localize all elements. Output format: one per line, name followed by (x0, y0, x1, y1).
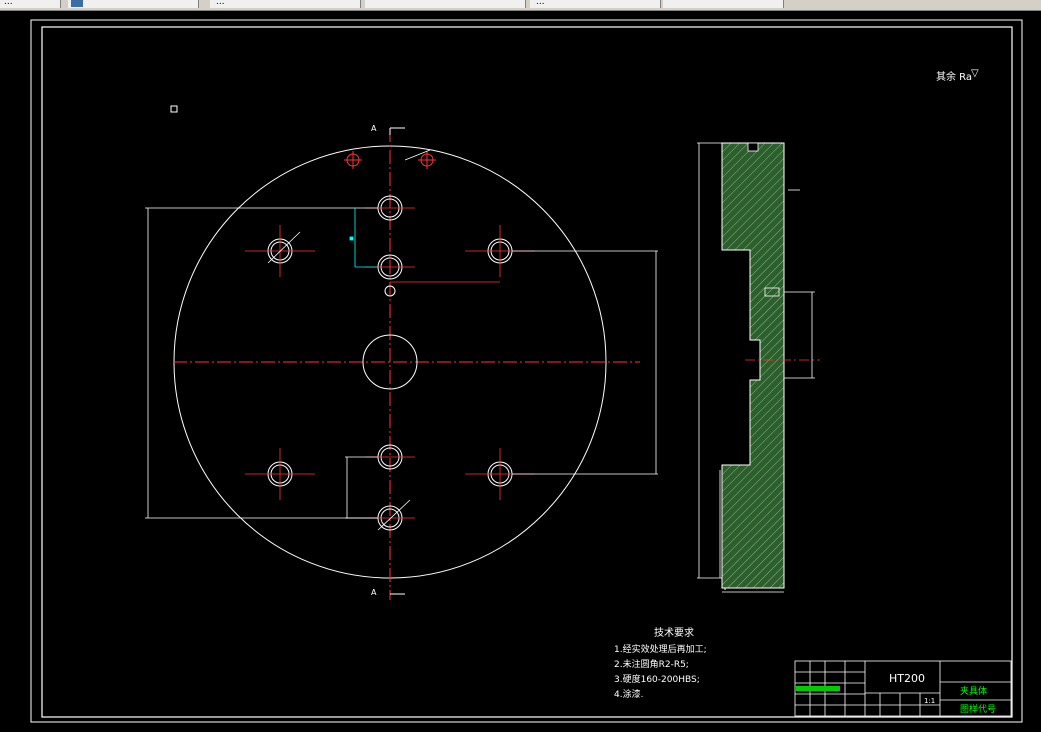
tech-requirement-line: 2.未注圆角R2-R5; (614, 660, 689, 670)
pin-holes (344, 151, 436, 169)
roughness-note: 其余 Ra (936, 72, 973, 83)
center-bore (362, 334, 418, 390)
section-label-bottom: A (371, 588, 377, 597)
title-block-material: HT200 (889, 672, 925, 685)
tech-requirement-line: 1.经实效处理后再加工; (614, 645, 707, 655)
toolbar-tab-6[interactable] (663, 0, 784, 8)
toolbar-tab-2[interactable] (68, 0, 199, 8)
dimension-lines (145, 149, 658, 531)
drawing-svg (30, 19, 1023, 723)
title-block-drawing-number: 图样代号 (960, 705, 997, 715)
app-toolbar: ... ... ... (0, 0, 1041, 11)
toolbar-tab-label: ... (4, 0, 13, 7)
title-block-scale: 1:1 (924, 697, 936, 705)
ucs-marker (170, 105, 178, 113)
toolbar-tab-label: ... (216, 0, 225, 7)
bolt-hole-centerlines (245, 207, 535, 519)
inner-frame (41, 26, 1013, 718)
section-label-top: A (371, 124, 377, 133)
title-block (794, 660, 1012, 717)
section-markers (389, 127, 405, 595)
toolbar-tab-4[interactable] (365, 0, 526, 8)
tech-requirements-title: 技术要求 (654, 628, 694, 639)
window-icon (71, 0, 83, 7)
technical-requirements: 技术要求 1.经实效处理后再加工; 2.未注圆角R2-R5; 3.硬度160-2… (614, 626, 707, 703)
title-block-part-name: 夹具体 (960, 687, 988, 697)
outer-frame (30, 19, 1023, 723)
side-section-view (697, 142, 820, 593)
toolbar-tab-label: ... (536, 0, 545, 7)
cad-drawing-canvas[interactable]: 其余 Ra ▽ A A 技术要求 1.经实效处理后再加工; 2.未注圆角R2-R… (0, 11, 1041, 728)
toolbar-tab-5[interactable]: ... (530, 0, 661, 8)
toolbar-tab-1[interactable]: ... (0, 0, 61, 8)
toolbar-tab-3[interactable]: ... (210, 0, 361, 8)
tech-requirement-line: 4.涂漆. (614, 690, 644, 700)
dimension-cyan (349, 208, 378, 268)
roughness-symbol-icon: ▽ (971, 68, 979, 79)
tech-requirement-line: 3.硬度160-200HBS; (614, 675, 700, 685)
